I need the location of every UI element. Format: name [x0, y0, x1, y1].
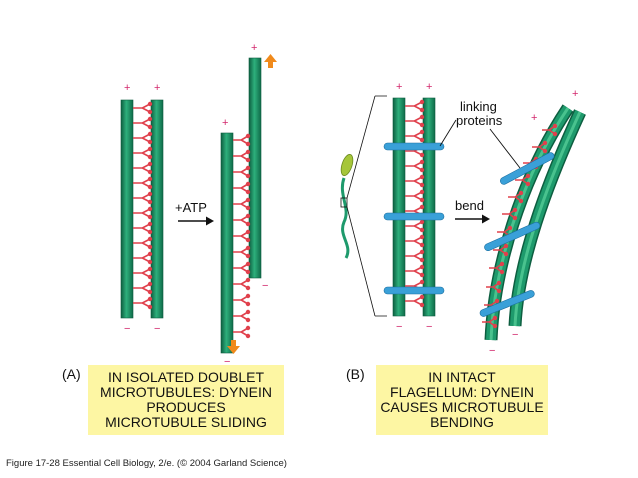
dynein-arm: [405, 264, 425, 278]
dynein-arms-a-right: [233, 133, 251, 339]
dynein-arm: [233, 277, 251, 291]
dynein-arm: [486, 280, 502, 294]
dynein-arm: [133, 251, 153, 265]
dynein-arm: [502, 207, 518, 221]
dynein-arms-b-left: [405, 99, 425, 308]
minus-sign: −: [224, 356, 230, 368]
plus-sign: +: [426, 81, 432, 93]
panel-a-line: MICROTUBULE SLIDING: [105, 414, 267, 430]
atp-arrow: [178, 216, 214, 226]
panel-a-slid-doublets: [220, 57, 262, 354]
dynein-arm: [233, 133, 251, 147]
dynein-arm: [405, 219, 425, 233]
dynein-arm: [405, 99, 425, 113]
dynein-arm: [133, 281, 153, 295]
orange-arrow-down: [227, 340, 240, 354]
panel-b-bent-doublets: [479, 104, 586, 341]
dynein-arm: [405, 249, 425, 263]
minus-sign: −: [124, 323, 130, 335]
panel-b-description: IN INTACT FLAGELLUM: DYNEIN CAUSES MICRO…: [376, 365, 548, 435]
panel-a-initial-doublets: [120, 99, 164, 319]
plus-sign: +: [124, 82, 130, 94]
dynein-arm: [405, 189, 425, 203]
minus-sign: −: [262, 280, 268, 292]
dynein-arm: [515, 173, 531, 187]
panel-a-line: PRODUCES: [146, 399, 226, 415]
dynein-arm: [405, 294, 425, 308]
dynein-arm: [405, 174, 425, 188]
plus-sign: +: [222, 117, 228, 129]
minus-sign: −: [396, 321, 402, 333]
dynein-arm: [542, 123, 558, 137]
dynein-arm: [133, 176, 153, 190]
dynein-arm: [133, 206, 153, 220]
dynein-arm: [233, 309, 251, 323]
dynein-arm: [233, 165, 251, 179]
dynein-arm: [133, 146, 153, 160]
dynein-arm: [133, 266, 153, 280]
panel-b-line: CAUSES MICROTUBULE: [380, 399, 544, 415]
linking-protein: [383, 142, 445, 151]
orange-arrow-up: [264, 54, 277, 68]
figure-caption: Figure 17-28 Essential Cell Biology, 2/e…: [6, 458, 287, 469]
panel-a-description: IN ISOLATED DOUBLET MICROTUBULES: DYNEIN…: [88, 365, 284, 435]
dynein-arm: [133, 131, 153, 145]
panel-b-straight-doublets: [383, 97, 445, 317]
dynein-arm: [133, 236, 153, 250]
dynein-arm: [489, 261, 505, 275]
plus-sign: +: [251, 42, 257, 54]
minus-sign: −: [154, 323, 160, 335]
plus-sign: +: [396, 81, 402, 93]
atp-label: +ATP: [175, 200, 207, 215]
dynein-arm: [482, 315, 498, 329]
dynein-arm: [405, 234, 425, 248]
plus-sign: +: [154, 82, 160, 94]
dynein-arm: [233, 245, 251, 259]
minus-sign: −: [512, 329, 518, 341]
dynein-arm: [405, 159, 425, 173]
panel-b-line: BENDING: [430, 414, 494, 430]
bend-arrow: [455, 214, 490, 224]
dynein-arm: [493, 243, 509, 257]
dynein-arm: [508, 190, 524, 204]
linking-protein: [479, 290, 535, 317]
dynein-arm: [233, 293, 251, 307]
dynein-arm: [133, 116, 153, 130]
panel-a-letter: (A): [62, 366, 81, 382]
dynein-arms-a-left: [133, 101, 153, 310]
minus-sign: −: [489, 345, 495, 357]
dynein-arm: [405, 129, 425, 143]
label-pointer-lines: [439, 119, 521, 169]
linking-protein: [500, 152, 555, 185]
dynein-arm: [233, 181, 251, 195]
panel-b-line: FLAGELLUM: DYNEIN: [390, 384, 534, 400]
dynein-arm: [233, 261, 251, 275]
dynein-arm: [133, 191, 153, 205]
dynein-arm: [133, 221, 153, 235]
linking-protein: [383, 286, 445, 295]
dynein-arm: [233, 149, 251, 163]
linking-protein: [383, 212, 445, 221]
dynein-arm: [133, 161, 153, 175]
panel-b-line: IN INTACT: [428, 369, 496, 385]
panel-a-line: MICROTUBULES: DYNEIN: [100, 384, 272, 400]
dynein-arm: [532, 140, 548, 154]
plus-sign: +: [572, 88, 578, 100]
bend-label: bend: [455, 198, 484, 213]
dynein-arm: [405, 114, 425, 128]
dynein-arm: [133, 101, 153, 115]
dynein-arm: [233, 213, 251, 227]
linking-protein: [484, 221, 541, 252]
linking-proteins-label: linking proteins: [456, 99, 503, 128]
dynein-arm: [133, 296, 153, 310]
dynein-arm: [233, 197, 251, 211]
panel-a-line: IN ISOLATED DOUBLET: [107, 369, 265, 385]
panel-b-letter: (B): [346, 366, 365, 382]
flagellum-sketch: [340, 95, 387, 317]
minus-sign: −: [426, 321, 432, 333]
plus-sign: +: [531, 112, 537, 124]
dynein-arm: [233, 325, 251, 339]
dynein-arm: [233, 229, 251, 243]
